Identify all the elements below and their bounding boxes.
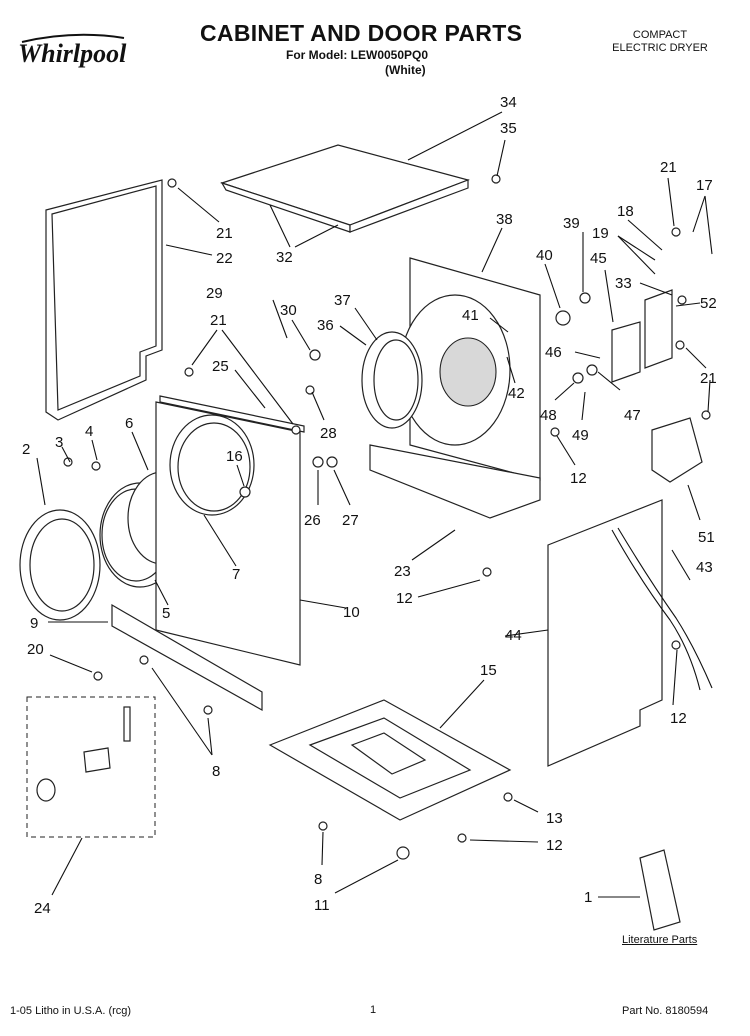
callout: 42 — [508, 385, 525, 402]
callout: 46 — [545, 344, 562, 361]
drum-ring — [361, 331, 423, 429]
callout: 8 — [212, 763, 220, 780]
front-panel — [155, 395, 305, 666]
base-plate — [268, 699, 512, 821]
callout: 5 — [162, 605, 170, 622]
callout: 12 — [546, 837, 563, 854]
leader-lines — [36, 111, 713, 898]
callout: 40 — [536, 247, 553, 264]
callout: 48 — [540, 407, 557, 424]
terminal-block — [611, 289, 703, 483]
callout: 3 — [55, 434, 63, 451]
part-number: Part No. 8180594 — [622, 1005, 709, 1017]
callout: 27 — [342, 512, 359, 529]
callout: 37 — [334, 292, 351, 309]
category-line-1: COMPACT — [632, 29, 688, 41]
page-number: 1 — [370, 1004, 377, 1016]
callout: 32 — [276, 249, 293, 266]
callout: 25 — [212, 358, 229, 375]
color-line: (White) — [385, 63, 426, 77]
callout: 19 — [592, 225, 609, 242]
callout: 36 — [317, 317, 334, 334]
svg-text:Whirlpool: Whirlpool — [18, 39, 127, 68]
callout: 39 — [563, 215, 580, 232]
callout-labels: 34 35 21 17 18 19 38 39 40 45 33 52 21 2… — [22, 94, 717, 917]
callout: 4 — [85, 423, 93, 440]
callout: 17 — [696, 177, 713, 194]
callout: 9 — [30, 615, 38, 632]
callout: 41 — [462, 307, 479, 324]
callout: 44 — [505, 627, 522, 644]
rear-bulkhead — [399, 257, 541, 481]
page-title: CABINET AND DOOR PARTS — [200, 20, 523, 46]
callout: 2 — [22, 441, 30, 458]
screws — [63, 174, 711, 860]
callout: 15 — [480, 662, 497, 679]
callout: 12 — [396, 590, 413, 607]
callout: 18 — [617, 203, 634, 220]
callout: 13 — [546, 810, 563, 827]
litho-note: 1-05 Litho in U.S.A. (rcg) — [10, 1005, 132, 1017]
callout: 21 — [660, 159, 677, 176]
callout: 23 — [394, 563, 411, 580]
callout: 20 — [27, 641, 44, 658]
callout: 47 — [624, 407, 641, 424]
whirlpool-logo-icon: Whirlpool — [18, 33, 127, 68]
callout: 11 — [314, 897, 330, 914]
callout: 30 — [280, 302, 297, 319]
callout: 21 — [210, 312, 227, 329]
toe-kick-panel — [111, 603, 263, 712]
callout: 21 — [216, 225, 233, 242]
callout: 51 — [698, 529, 715, 546]
callout: 45 — [590, 250, 607, 267]
callout: 28 — [320, 425, 337, 442]
callout: 12 — [670, 710, 687, 727]
callout: 16 — [226, 448, 243, 465]
top-panel — [220, 144, 470, 233]
callout: 29 — [206, 285, 223, 302]
callout: 12 — [570, 470, 587, 487]
product-category: COMPACT ELECTRIC DRYER — [605, 29, 715, 55]
callout: 24 — [34, 900, 51, 917]
right-side-panel — [547, 499, 663, 767]
callout: 7 — [232, 566, 240, 583]
literature-parts-label: Literature Parts — [622, 934, 698, 946]
category-line-2: ELECTRIC DRYER — [612, 42, 708, 54]
base-support — [369, 444, 541, 519]
callout: 10 — [343, 604, 360, 621]
wire-harness — [611, 527, 713, 691]
callout: 43 — [696, 559, 713, 576]
callout: 52 — [700, 295, 717, 312]
left-side-panel — [45, 179, 163, 421]
door-seal — [19, 509, 101, 621]
callout: 21 — [700, 370, 717, 387]
callout: 8 — [314, 871, 322, 888]
brand-logo: Whirlpool — [14, 30, 146, 75]
callout: 1 — [584, 889, 592, 906]
literature-pack — [639, 849, 681, 931]
callout: 26 — [304, 512, 321, 529]
callout: 22 — [216, 250, 233, 267]
model-line: For Model: LEW0050PQ0 — [286, 48, 429, 62]
callout: 6 — [125, 415, 133, 432]
callout: 34 — [500, 94, 517, 111]
callout: 49 — [572, 427, 589, 444]
callout: 38 — [496, 211, 513, 228]
callout: 35 — [500, 120, 517, 137]
callout: 33 — [615, 275, 632, 292]
parts-kit-box — [26, 696, 156, 838]
